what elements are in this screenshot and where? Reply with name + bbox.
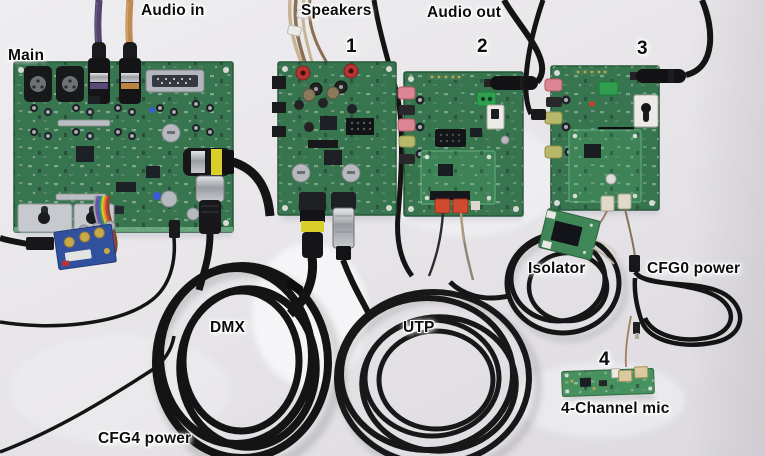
daughter-board-3: [568, 129, 642, 203]
usb-cable: [0, 235, 54, 250]
line-in-cable-3: [523, 0, 546, 116]
db25-connector: [145, 69, 205, 93]
main-board: [0, 0, 275, 454]
xlr-down-connector: [195, 175, 225, 291]
led-red: [589, 101, 595, 107]
label-cfg0-power: CFG0 power: [647, 260, 741, 277]
board2-components: [415, 95, 510, 159]
audio-out-board-3: [523, 0, 714, 258]
audio-out-board-2: [397, 0, 546, 281]
power-cable-3: [685, 0, 714, 78]
slide-switch-2: [486, 104, 505, 130]
cfg4-power-cable: [0, 220, 180, 454]
audio-in-cable-purple: [88, 0, 110, 104]
binding-posts: [294, 63, 359, 110]
label-speakers: Speakers: [301, 2, 372, 19]
label-audio-in: Audio in: [141, 2, 205, 19]
isolator-board: [538, 208, 601, 261]
isolator-assembly: [448, 208, 622, 336]
xlr-input-sockets: [24, 66, 84, 102]
utp-cable-coil: [334, 289, 532, 456]
label-cfg4-power: CFG4 power: [98, 430, 192, 447]
terminal-block-2: [476, 91, 497, 107]
label-isolator: Isolator: [528, 260, 586, 277]
dmx-cable-coil: [152, 262, 332, 456]
blue-adapter-board: [53, 223, 117, 271]
board2-bottom-connectors: [427, 191, 480, 281]
speaker-board-components: [272, 76, 374, 183]
label-board-1: 1: [346, 36, 357, 57]
power-plug-3: [630, 69, 686, 83]
main-board-components: [30, 96, 214, 221]
label-board-2: 2: [477, 36, 488, 57]
label-audio-out: Audio out: [427, 4, 502, 21]
label-4-channel-mic: 4-Channel mic: [561, 400, 670, 417]
label-board-4: 4: [599, 349, 610, 370]
label-dmx: DMX: [210, 319, 246, 336]
audio-jacks-2: [397, 86, 416, 164]
power-plug-2: [484, 76, 538, 90]
label-main: Main: [8, 47, 45, 64]
toggle-switch-3: [633, 94, 659, 128]
audio-in-cable-orange: [119, 0, 141, 104]
cfg0-power-cable: [624, 255, 743, 368]
audio-jacks-3: [531, 78, 563, 159]
mic-board: [561, 366, 655, 398]
label-board-3: 3: [637, 38, 648, 59]
label-utp: UTP: [403, 319, 435, 336]
board3-bottom-connectors: [578, 193, 636, 258]
xlr-dmx-out-connector: [183, 148, 275, 217]
terminal-block-3: [598, 81, 619, 96]
speaker-board: [272, 0, 415, 318]
